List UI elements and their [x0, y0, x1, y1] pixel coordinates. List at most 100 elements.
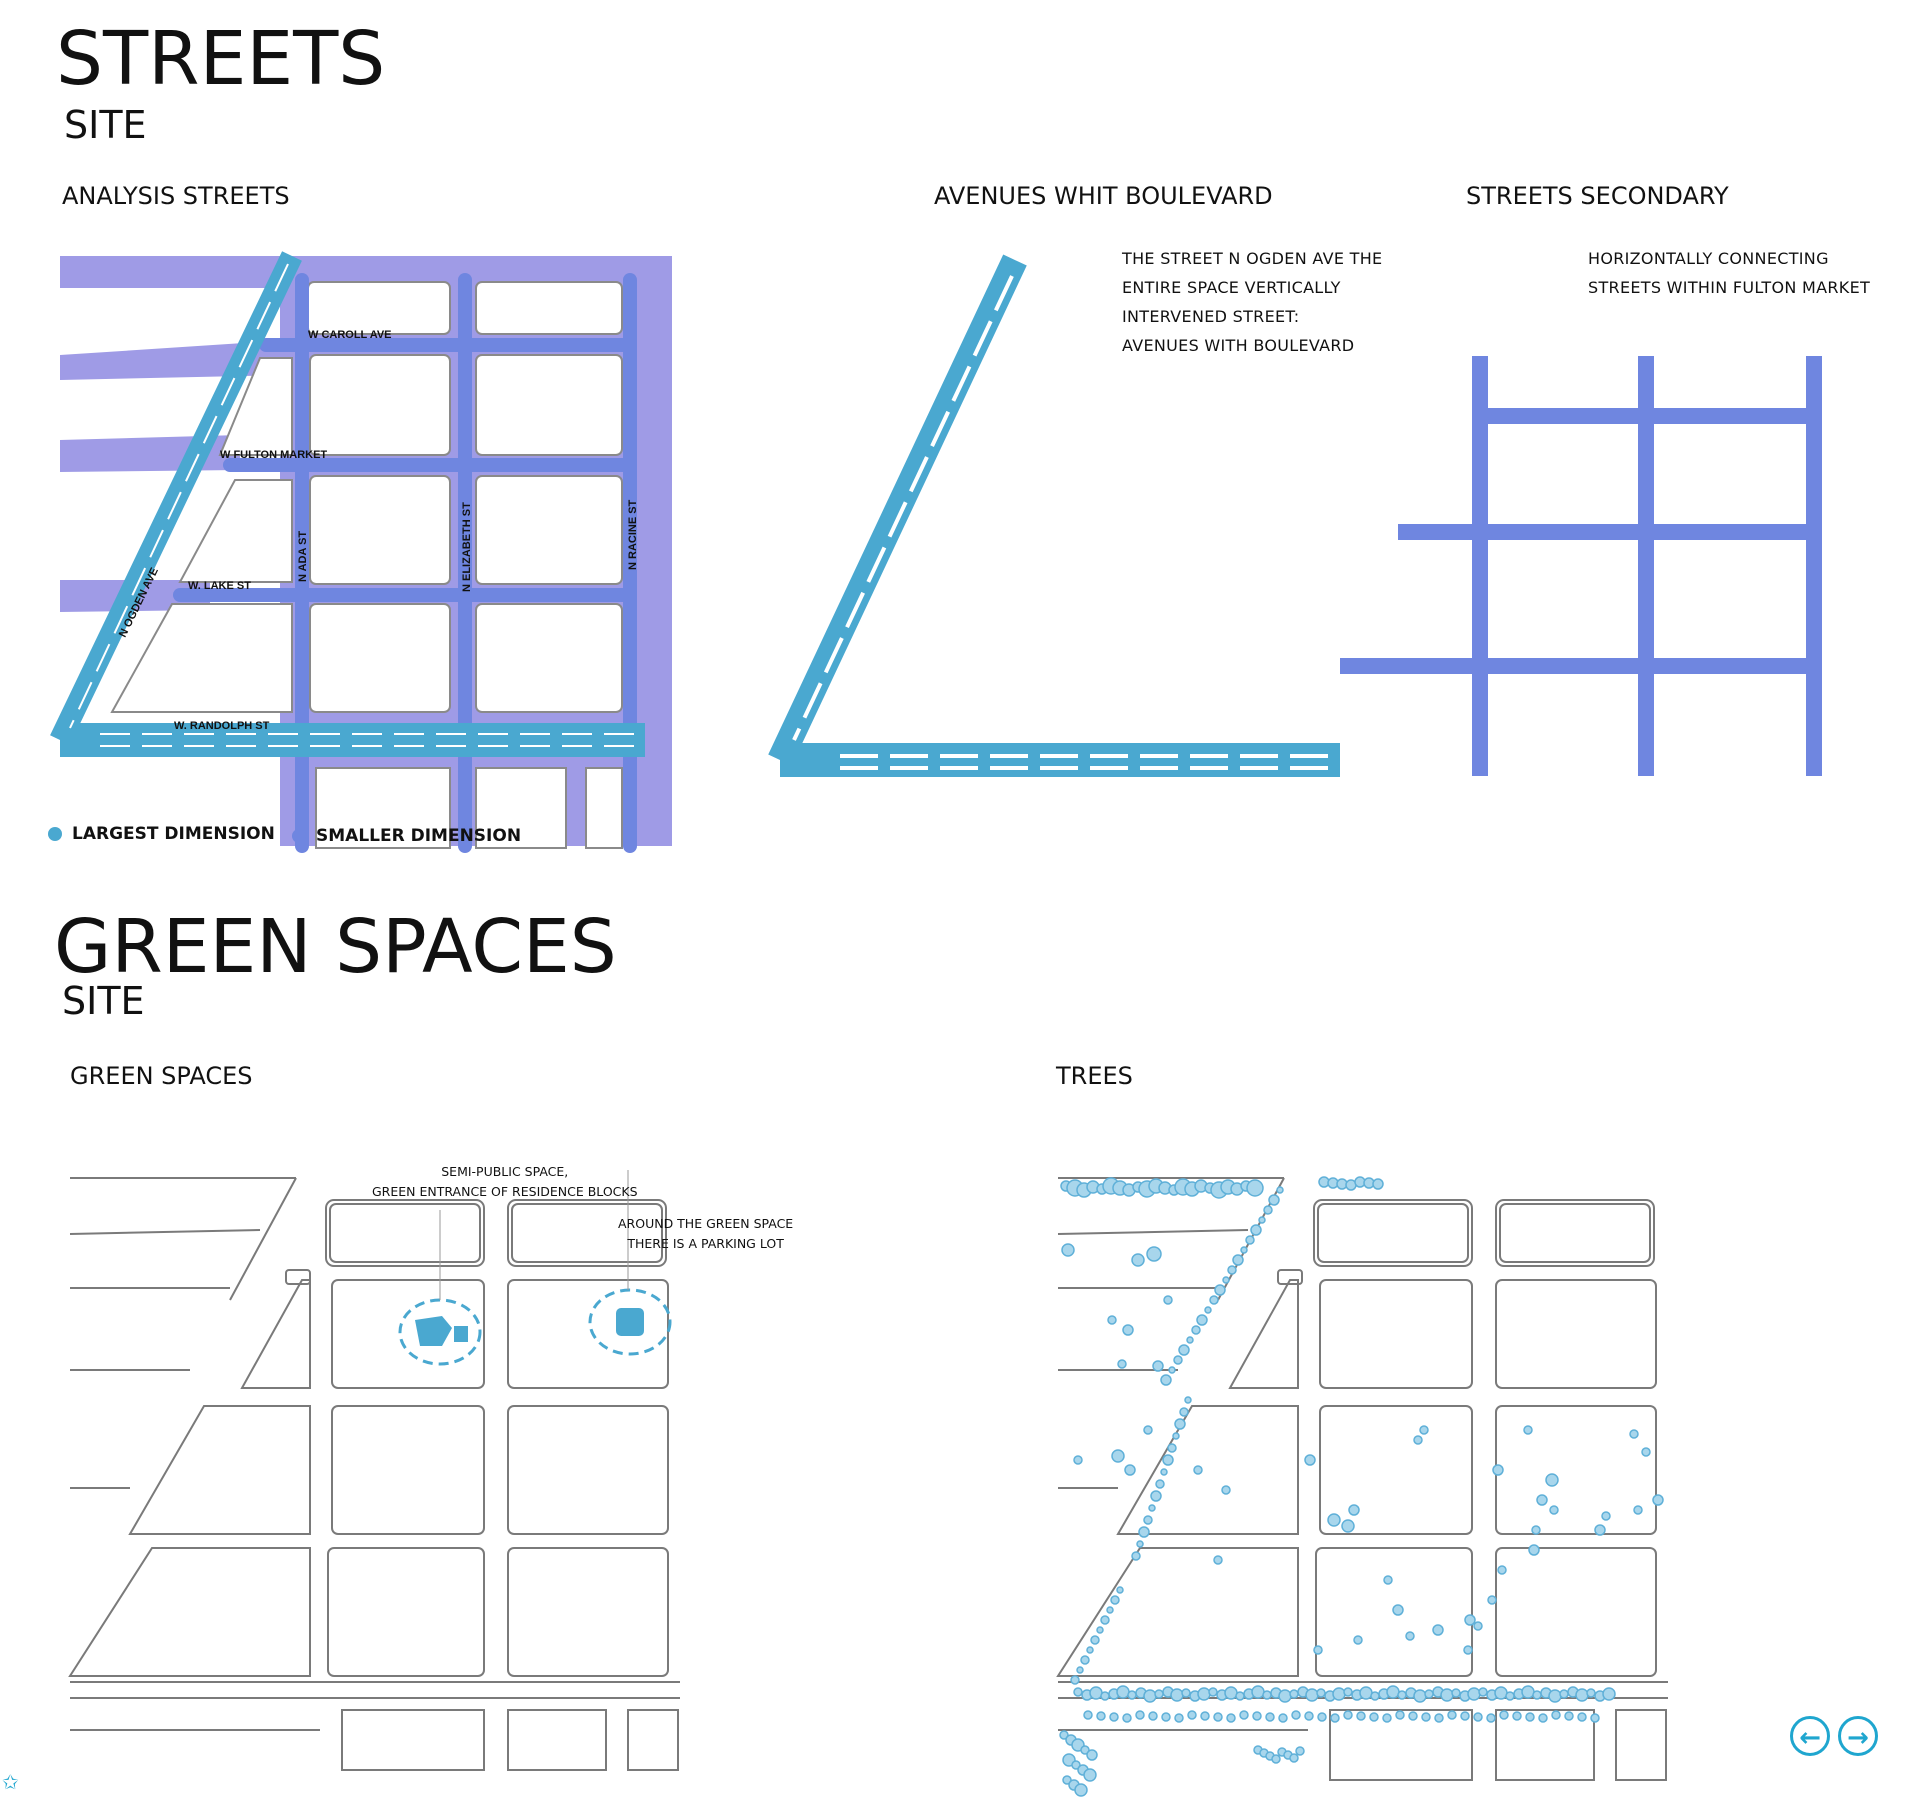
- tree-dot: [1305, 1688, 1319, 1702]
- tree-dot: [1090, 1635, 1100, 1645]
- tree-dot: [1122, 1713, 1132, 1723]
- tree-dot: [1263, 1205, 1273, 1215]
- tree-dot: [1289, 1689, 1299, 1699]
- tree-dot: [1208, 1687, 1218, 1697]
- tree-dot: [1265, 1712, 1275, 1722]
- tree-dot: [1268, 1194, 1280, 1206]
- tree-dot: [1239, 1710, 1249, 1720]
- tree-dot: [1494, 1686, 1508, 1700]
- avenues-title: AVENUES WHIT BOULEVARD: [934, 182, 1273, 210]
- label-lake: W. LAKE ST: [188, 580, 251, 592]
- tree-dot: [1173, 1355, 1183, 1365]
- label-fulton: W FULTON MARKET: [220, 449, 327, 461]
- tree-dot: [1291, 1710, 1301, 1720]
- tree-dot: [1353, 1635, 1363, 1645]
- tree-dot: [1467, 1687, 1481, 1701]
- tree-dot: [1278, 1713, 1288, 1723]
- tree-dot: [1250, 1224, 1262, 1236]
- tree-dot: [1116, 1685, 1130, 1699]
- tree-dot: [1382, 1713, 1392, 1723]
- tree-dot: [1464, 1614, 1476, 1626]
- tree-dot: [1473, 1621, 1483, 1631]
- tree-dot: [1070, 1675, 1080, 1685]
- legend-largest-label: LARGEST DIMENSION: [72, 824, 275, 844]
- tree-dot: [1062, 1775, 1072, 1785]
- tree-dot: [1316, 1688, 1326, 1698]
- tree-dot: [1341, 1519, 1355, 1533]
- secondary-note-line: HORIZONTALLY CONNECTING: [1588, 249, 1829, 268]
- tree-dot: [1193, 1465, 1203, 1475]
- tree-dot: [1392, 1604, 1404, 1616]
- tree-dot: [1074, 1783, 1088, 1797]
- tree-dot: [1413, 1689, 1427, 1703]
- green-space-2: [588, 1288, 672, 1356]
- tree-dot: [1252, 1711, 1262, 1721]
- city-blocks: [110, 281, 623, 849]
- tree-dot: [1213, 1555, 1223, 1565]
- tree-dot: [1109, 1712, 1119, 1722]
- tree-dot: [1405, 1631, 1415, 1641]
- tree-dot: [1289, 1753, 1299, 1763]
- tree-dot: [1080, 1655, 1090, 1665]
- trees-map: [1056, 1176, 1668, 1797]
- tree-dot: [1383, 1575, 1393, 1585]
- tree-dot: [1122, 1324, 1134, 1336]
- label-ada: N ADA ST: [297, 531, 309, 582]
- trees-subtitle: TREES: [1056, 1062, 1133, 1090]
- tree-dot: [1073, 1687, 1083, 1697]
- tree-dot: [1413, 1435, 1423, 1445]
- tree-dot: [1528, 1544, 1540, 1556]
- tree-dot: [1521, 1685, 1535, 1699]
- tree-dot: [1163, 1295, 1173, 1305]
- tree-dot: [1633, 1505, 1643, 1515]
- tree-dot: [1059, 1730, 1069, 1740]
- tree-dot: [1221, 1485, 1231, 1495]
- tree-dot: [1224, 1686, 1238, 1700]
- tree-dot: [1512, 1711, 1522, 1721]
- arrow-right-icon: →: [1847, 1723, 1869, 1753]
- tree-dot: [1131, 1551, 1141, 1561]
- tree-dot: [1131, 1253, 1145, 1267]
- tree-dot: [1304, 1454, 1316, 1466]
- tree-dot: [1080, 1745, 1090, 1755]
- label-randolph: W. RANDOLPH ST: [174, 720, 270, 732]
- label-elizabeth: N ELIZABETH ST: [461, 502, 473, 592]
- tree-dot: [1434, 1713, 1444, 1723]
- tree-dot: [1370, 1691, 1380, 1701]
- analysis-streets-map: W CAROLL AVE W FULTON MARKET W. LAKE ST …: [50, 251, 672, 853]
- tree-dot: [1117, 1359, 1127, 1369]
- tree-dot: [1313, 1645, 1323, 1655]
- green-subtitle: SITE: [62, 979, 145, 1023]
- avenues-note-line: AVENUES WITH BOULEVARD: [1122, 336, 1355, 355]
- tree-dot: [1419, 1425, 1429, 1435]
- legend-largest: LARGEST DIMENSION: [48, 824, 275, 844]
- tree-dot: [1421, 1712, 1431, 1722]
- tree-dot: [1235, 1691, 1245, 1701]
- tree-dot: [1143, 1425, 1153, 1435]
- secondary-note: HORIZONTALLY CONNECTING STREETS WITHIN F…: [1588, 244, 1870, 302]
- star-icon[interactable]: ✩: [2, 1770, 19, 1794]
- tree-dot: [1395, 1710, 1405, 1720]
- tree-dot: [1148, 1711, 1158, 1721]
- tree-dot: [1174, 1713, 1184, 1723]
- tree-dot: [1127, 1690, 1137, 1700]
- tree-dots: [1059, 1176, 1664, 1797]
- legend-largest-dot: [48, 827, 62, 841]
- streets-title: STREETS: [56, 16, 386, 102]
- green-blocks: [68, 1199, 679, 1771]
- legend-smaller-dot: [292, 829, 306, 843]
- tree-dot: [1276, 1186, 1284, 1194]
- tree-dot: [1197, 1687, 1211, 1701]
- tree-dot: [1100, 1691, 1110, 1701]
- tree-dot: [1304, 1711, 1314, 1721]
- tree-dot: [1226, 1713, 1236, 1723]
- next-button[interactable]: →: [1838, 1716, 1878, 1756]
- avenues-note: THE STREET N OGDEN AVE THE ENTIRE SPACE …: [1122, 244, 1382, 360]
- tree-dot: [1181, 1688, 1191, 1698]
- tree-dot: [1196, 1314, 1208, 1326]
- tree-dot: [1191, 1325, 1201, 1335]
- prev-button[interactable]: ←: [1790, 1716, 1830, 1756]
- green-note-2-line: AROUND THE GREEN SPACE: [618, 1216, 794, 1231]
- green-spaces-subtitle: GREEN SPACES: [70, 1062, 253, 1090]
- tree-dot: [1124, 1464, 1136, 1476]
